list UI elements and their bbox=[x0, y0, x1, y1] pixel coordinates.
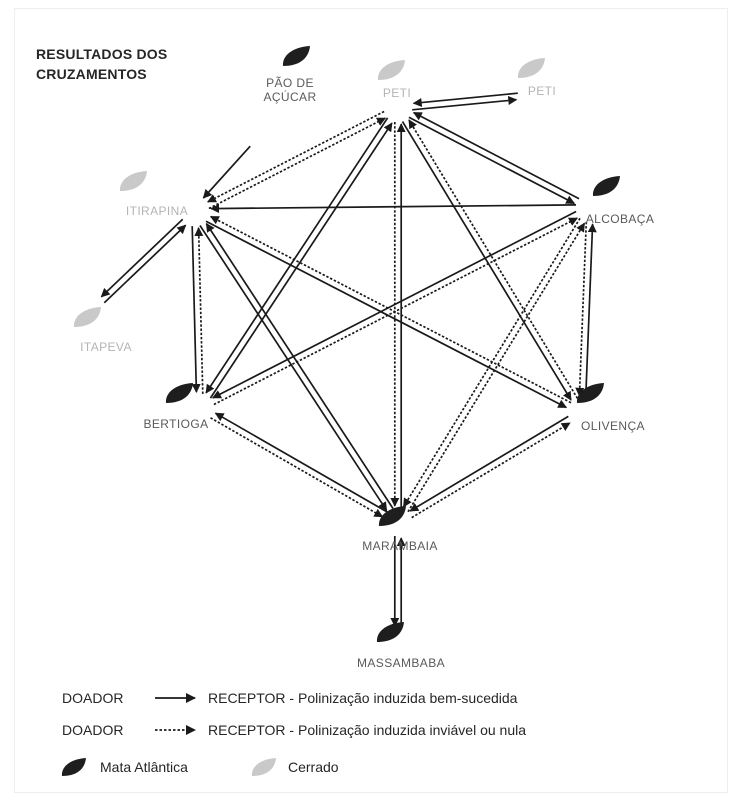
arrow-peti-to-bertioga bbox=[205, 117, 389, 394]
legend-cerrado-label: Cerrado bbox=[288, 759, 339, 775]
node-bertioga: BERTIOGA bbox=[144, 383, 209, 431]
legend-mata-swatch bbox=[61, 758, 86, 776]
legend-receptor-label-1: RECEPTOR - Polinização induzida bem-suce… bbox=[208, 690, 518, 706]
arrow-itirapina-to-itapeva bbox=[100, 218, 184, 298]
arrow-bertioga-to-alcobaca bbox=[213, 217, 579, 406]
legend-cerrado-swatch bbox=[251, 758, 276, 776]
node-olivenca: OLIVENÇA bbox=[576, 383, 645, 433]
node-label-itirapina: ITIRAPINA bbox=[126, 204, 188, 218]
node-massambaba: MASSAMBABA bbox=[357, 622, 445, 670]
arrow-itirapina-to-olivenca bbox=[205, 220, 568, 409]
arrow-marambaia-to-alcobaca bbox=[407, 222, 586, 513]
arrow-peti-to-alcobaca bbox=[408, 116, 576, 205]
node-alcobaca: ALCOBAÇA bbox=[586, 176, 655, 226]
arrow-pao-to-itirapina bbox=[202, 145, 251, 199]
node-itapeva: ITAPEVA bbox=[73, 307, 132, 354]
arrow-peti-to-peti2 bbox=[412, 96, 518, 111]
diagram-card bbox=[14, 8, 728, 793]
legend: DOADOR RECEPTOR - Polinização induzida b… bbox=[61, 690, 526, 776]
legend-donor-label-1: DOADOR bbox=[62, 690, 123, 706]
arrow-alcobaca-to-marambaia bbox=[402, 217, 581, 508]
node-label-peti2: PETI bbox=[528, 84, 556, 98]
legend-donor-label-2: DOADOR bbox=[62, 722, 123, 738]
black-leaf-icon bbox=[576, 383, 604, 403]
gray-leaf-icon bbox=[377, 60, 405, 80]
black-leaf-icon bbox=[282, 46, 310, 66]
title-line-1: RESULTADOS DOS bbox=[36, 46, 168, 62]
arrow-itirapina-to-marambaia bbox=[199, 225, 388, 512]
node-label-olivenca: OLIVENÇA bbox=[581, 419, 645, 433]
arrow-marambaia-to-itirapina bbox=[205, 222, 394, 509]
node-label-bertioga: BERTIOGA bbox=[144, 417, 209, 431]
arrow-alcobaca-to-bertioga bbox=[211, 210, 577, 399]
arrow-peti-to-olivenca bbox=[401, 121, 572, 401]
edges-layer bbox=[100, 92, 597, 628]
arrow-olivenca-to-alcobaca bbox=[584, 223, 597, 399]
diagram-title: RESULTADOS DOS CRUZAMENTOS bbox=[36, 44, 167, 84]
arrow-itirapina-to-peti bbox=[208, 117, 387, 210]
black-leaf-icon bbox=[165, 383, 193, 403]
legend-mata-label: Mata Atlântica bbox=[100, 759, 188, 775]
gray-leaf-icon bbox=[119, 171, 147, 191]
gray-leaf-icon bbox=[73, 307, 101, 327]
title-line-2: CRUZAMENTOS bbox=[36, 66, 147, 82]
black-leaf-icon bbox=[376, 622, 404, 642]
node-label-pao: AÇÚCAR bbox=[263, 89, 316, 104]
arrow-itirapina-to-bertioga bbox=[191, 226, 201, 393]
node-itirapina: ITIRAPINA bbox=[119, 171, 188, 218]
black-leaf-icon bbox=[378, 506, 406, 526]
arrow-alcobaca-to-olivenca bbox=[575, 221, 588, 397]
arrow-alcobaca-to-peti bbox=[412, 111, 580, 200]
node-label-massambaba: MASSAMBABA bbox=[357, 656, 445, 670]
node-peti: PETI bbox=[377, 60, 411, 100]
arrow-peti2-to-peti bbox=[412, 92, 518, 107]
arrow-olivenca-to-peti bbox=[408, 119, 579, 399]
arrow-marambaia-to-bertioga bbox=[214, 412, 388, 513]
node-label-alcobaca: ALCOBAÇA bbox=[586, 212, 655, 226]
arrow-bertioga-to-itirapina bbox=[194, 227, 204, 394]
arrow-bertioga-to-marambaia bbox=[210, 417, 384, 518]
arrow-alcobaca-to-itirapina bbox=[210, 204, 577, 214]
node-label-itapeva: ITAPEVA bbox=[80, 340, 132, 354]
arrow-itapeva-to-itirapina bbox=[103, 224, 187, 304]
node-marambaia: MARAMBAIA bbox=[362, 506, 438, 553]
gray-leaf-icon bbox=[517, 58, 545, 78]
arrow-olivenca-to-itirapina bbox=[209, 215, 572, 404]
node-label-peti: PETI bbox=[383, 86, 411, 100]
arrow-marambaia-to-olivenca bbox=[411, 422, 571, 519]
arrow-olivenca-to-marambaia bbox=[409, 415, 569, 512]
arrow-peti-to-itirapina bbox=[206, 110, 385, 203]
node-label-pao: PÃO DE bbox=[266, 76, 314, 90]
node-peti2: PETI bbox=[517, 58, 556, 98]
node-label-marambaia: MARAMBAIA bbox=[362, 539, 438, 553]
legend-receptor-label-2: RECEPTOR - Polinização induzida inviável… bbox=[208, 722, 526, 738]
arrow-bertioga-to-peti bbox=[209, 122, 393, 399]
black-leaf-icon bbox=[592, 176, 620, 196]
